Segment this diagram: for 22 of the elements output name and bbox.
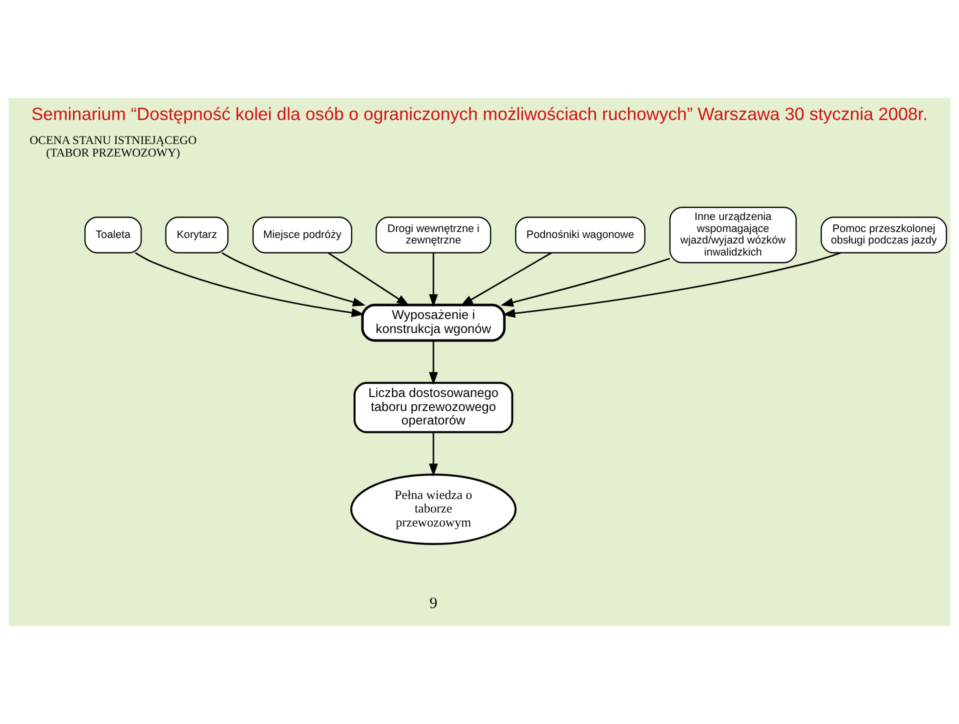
arrow	[134, 252, 364, 318]
node-box: Wyposażenie i konstrukcja wgonów	[361, 304, 506, 342]
arrow	[222, 252, 366, 306]
node-box: Miejsce podróży	[252, 216, 352, 254]
arrow	[502, 252, 841, 318]
arrow	[500, 258, 670, 307]
node-box: Korytarz	[165, 216, 229, 254]
diagram-title: Seminarium “Dostępność kolei dla osób o ograniczonych możliwościach ruchowych” Warszawa 30 stycznia 2008r.	[31, 104, 928, 124]
arrow	[460, 252, 552, 306]
node-box: Liczba dostosowanego taboru przewozowego operatorów	[354, 382, 514, 434]
node-box: Podnośniki wagonowe	[515, 216, 646, 254]
label: OCENA STANU ISTNIEJĄCEGO (TABOR PRZEWOZOWY)	[30, 132, 197, 160]
node-box: Inne urządzenia wspomagające wjazd/wyjazd wózków inwalidzkich	[669, 206, 797, 264]
arrow	[428, 252, 438, 308]
node-box: Pomoc przeszkolonej obsługi podczas jazdy	[820, 216, 948, 254]
node-ellipse: Pełna wiedza o taborze przewozowym	[350, 474, 517, 546]
arrow	[428, 432, 438, 476]
arrow	[328, 252, 410, 306]
node-box: Toaleta	[84, 216, 142, 254]
label: 9	[429, 595, 438, 612]
arrow	[428, 340, 438, 386]
node-box: Drogi wewnętrzne i zewnętrzne	[376, 216, 492, 254]
